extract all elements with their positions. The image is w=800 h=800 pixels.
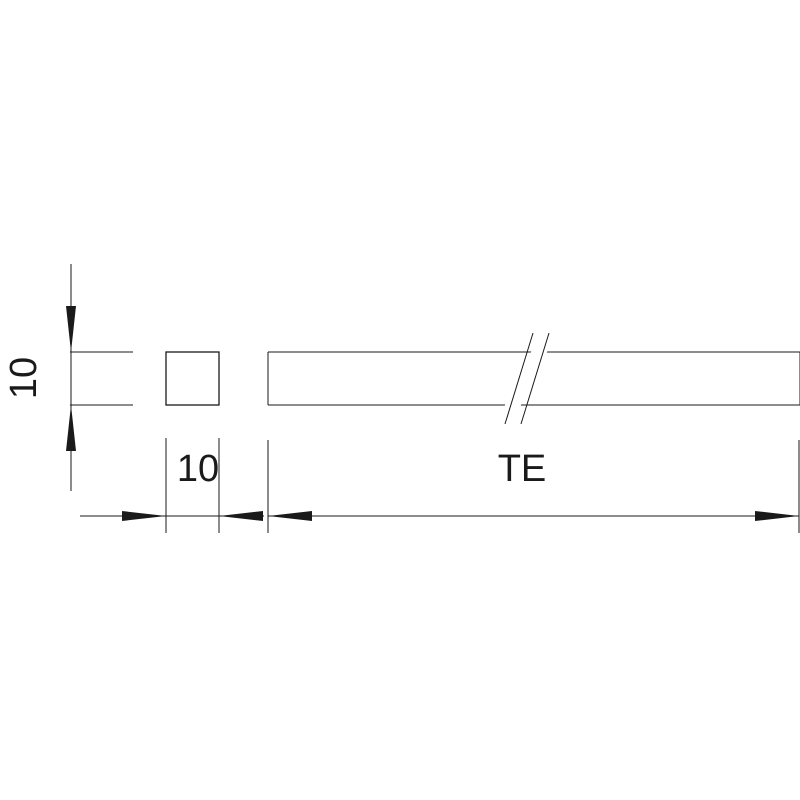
width-arrow-left: [122, 511, 166, 521]
width-dimension: 10: [80, 438, 264, 533]
height-label: 10: [3, 357, 45, 399]
length-label: TE: [498, 448, 547, 490]
bar-side-view: [267, 332, 800, 425]
width-label: 10: [177, 448, 219, 490]
length-arrow-left: [268, 511, 312, 521]
length-arrow-right: [755, 511, 799, 521]
break-line-left: [504, 332, 534, 425]
break-line-right: [520, 332, 550, 425]
length-dimension: TE: [267, 440, 800, 533]
height-arrow-bottom: [66, 405, 76, 451]
cross-section-square: [165, 351, 220, 406]
height-arrow-top: [66, 306, 76, 352]
width-arrow-right: [219, 511, 263, 521]
height-dimension: 10: [3, 264, 133, 491]
